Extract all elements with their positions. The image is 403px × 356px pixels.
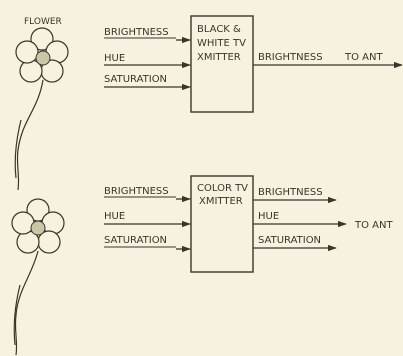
bw-box-line-1: BLACK & <box>197 24 241 35</box>
flower-center <box>31 221 45 235</box>
flower-stem <box>14 285 20 345</box>
bw-input-brightness: BRIGHTNESS <box>104 27 169 38</box>
flower-icon-bottom <box>12 199 64 355</box>
petal <box>12 212 34 234</box>
color-input-brightness: BRIGHTNESS <box>104 186 169 197</box>
color-input-hue: HUE <box>104 211 125 222</box>
flower-icon-top <box>15 28 68 190</box>
bw-tv-diagram: BRIGHTNESS HUE SATURATION BLACK & WHITE … <box>104 16 402 112</box>
bw-input-hue: HUE <box>104 53 125 64</box>
color-input-saturation: SATURATION <box>104 235 167 246</box>
petal <box>42 212 64 234</box>
bw-box-line-2: WHITE TV <box>197 38 246 49</box>
bw-input-saturation: SATURATION <box>104 74 167 85</box>
color-to-ant: TO ANT <box>354 220 393 231</box>
color-output-saturation: SATURATION <box>258 235 321 246</box>
color-output-brightness: BRIGHTNESS <box>258 187 323 198</box>
flower-stem <box>17 80 43 190</box>
color-box-line-2: XMITTER <box>199 196 243 207</box>
flower-label: FLOWER <box>24 17 62 27</box>
flower-center <box>36 51 50 65</box>
bw-box-line-3: XMITTER <box>197 52 241 63</box>
bw-to-ant: TO ANT <box>344 52 383 63</box>
flower-stem <box>15 251 38 355</box>
petal <box>16 41 38 63</box>
color-tv-diagram: BRIGHTNESS HUE SATURATION COLOR TV XMITT… <box>104 176 393 272</box>
bw-output-brightness: BRIGHTNESS <box>258 52 323 63</box>
color-box-line-1: COLOR TV <box>197 183 248 194</box>
color-output-hue: HUE <box>258 211 279 222</box>
